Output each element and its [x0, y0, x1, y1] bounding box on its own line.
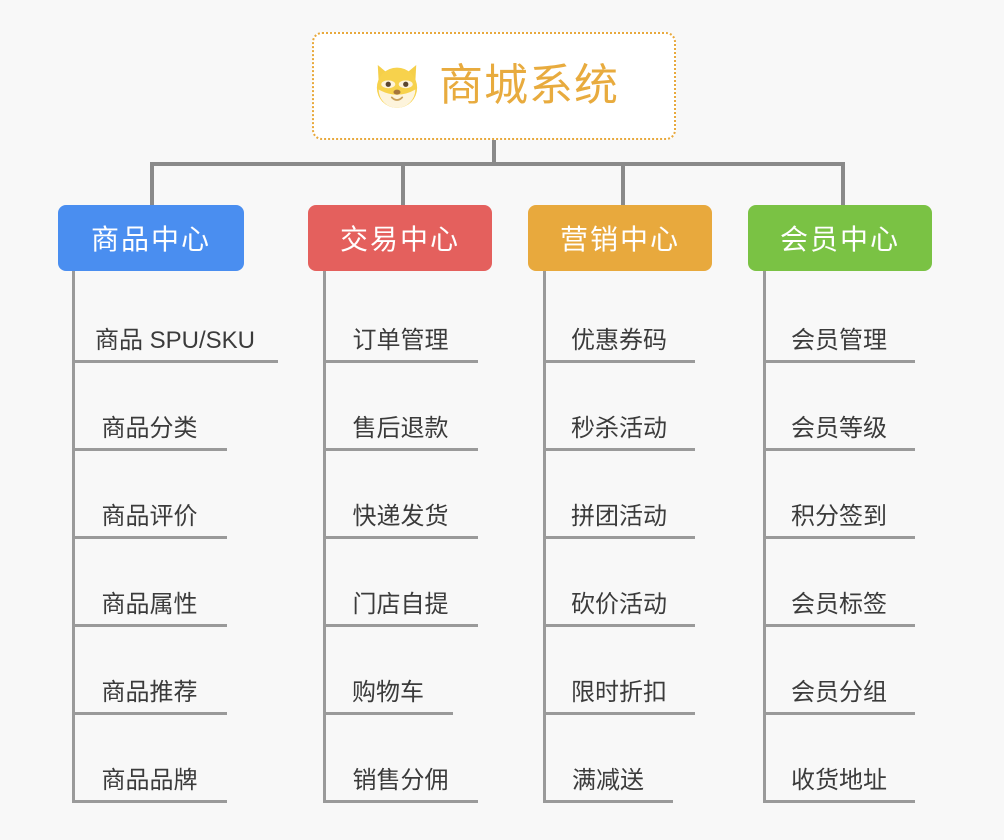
sub-item[interactable]: 订单管理: [323, 275, 478, 363]
sub-item-label: 快递发货: [352, 502, 449, 530]
sub-item-label: 门店自提: [352, 590, 449, 618]
sub-item[interactable]: 商品推荐: [72, 627, 227, 715]
drop-line-marketing-center: [621, 162, 625, 207]
sub-item-label: 商品 SPU/SKU: [94, 326, 256, 354]
sub-item-label: 商品推荐: [101, 678, 198, 706]
sub-item[interactable]: 会员分组: [763, 627, 915, 715]
sub-item-label: 商品评价: [101, 502, 198, 530]
sub-item[interactable]: 砍价活动: [543, 539, 695, 627]
sub-item-label: 会员分组: [791, 678, 887, 706]
sub-item-label: 满减送: [572, 766, 644, 794]
sub-item-label: 商品属性: [101, 590, 198, 618]
sub-item-label: 限时折扣: [571, 678, 667, 706]
category-header-label: 商品中心: [90, 224, 211, 255]
category-header-label: 会员中心: [779, 224, 900, 255]
sub-item-label: 订单管理: [352, 326, 449, 354]
sub-item-label: 会员标签: [791, 590, 887, 618]
sub-item[interactable]: 购物车: [323, 627, 453, 715]
sub-item[interactable]: 门店自提: [323, 539, 478, 627]
category-header-member-center[interactable]: 会员中心: [748, 205, 932, 271]
sub-item-label: 积分签到: [791, 502, 887, 530]
sub-item[interactable]: 满减送: [543, 715, 673, 803]
sub-item[interactable]: 快递发货: [323, 451, 478, 539]
category-header-label: 营销中心: [559, 224, 680, 255]
root-node[interactable]: 商城系统: [312, 32, 676, 140]
sub-item[interactable]: 会员管理: [763, 275, 915, 363]
sub-item[interactable]: 商品分类: [72, 363, 227, 451]
shiba-dog-face-icon: [369, 58, 425, 114]
drop-line-product-center: [150, 162, 154, 207]
sub-item[interactable]: 拼团活动: [543, 451, 695, 539]
category-header-marketing-center[interactable]: 营销中心: [528, 205, 712, 271]
sub-item[interactable]: 会员标签: [763, 539, 915, 627]
sub-item-label: 商品品牌: [101, 766, 198, 794]
root-title: 商城系统: [439, 61, 619, 110]
category-header-label: 交易中心: [339, 224, 460, 255]
sub-item[interactable]: 积分签到: [763, 451, 915, 539]
sub-item[interactable]: 收货地址: [763, 715, 915, 803]
sub-item[interactable]: 商品品牌: [72, 715, 227, 803]
sub-item-label: 会员等级: [791, 414, 887, 442]
sub-item-label: 商品分类: [101, 414, 198, 442]
sub-item-label: 售后退款: [352, 414, 449, 442]
sub-item[interactable]: 秒杀活动: [543, 363, 695, 451]
sub-item-label: 会员管理: [791, 326, 887, 354]
sub-item-label: 销售分佣: [352, 766, 449, 794]
sub-item[interactable]: 会员等级: [763, 363, 915, 451]
sub-item-label: 砍价活动: [571, 590, 667, 618]
drop-line-member-center: [841, 162, 845, 207]
sub-item[interactable]: 售后退款: [323, 363, 478, 451]
sub-item[interactable]: 商品评价: [72, 451, 227, 539]
sub-item-label: 拼团活动: [571, 502, 667, 530]
drop-line-trade-center: [401, 162, 405, 207]
sub-item[interactable]: 限时折扣: [543, 627, 695, 715]
sub-item-label: 秒杀活动: [571, 414, 667, 442]
branch-bus-line: [150, 162, 845, 166]
sub-item[interactable]: 商品 SPU/SKU: [72, 275, 278, 363]
sub-item-label: 购物车: [352, 678, 424, 706]
sub-item[interactable]: 优惠券码: [543, 275, 695, 363]
category-header-product-center[interactable]: 商品中心: [58, 205, 244, 271]
sub-item-label: 收货地址: [791, 766, 887, 794]
category-header-trade-center[interactable]: 交易中心: [308, 205, 492, 271]
sub-item[interactable]: 商品属性: [72, 539, 227, 627]
trunk-line: [492, 140, 496, 164]
sub-item[interactable]: 销售分佣: [323, 715, 478, 803]
sub-item-label: 优惠券码: [571, 326, 667, 354]
